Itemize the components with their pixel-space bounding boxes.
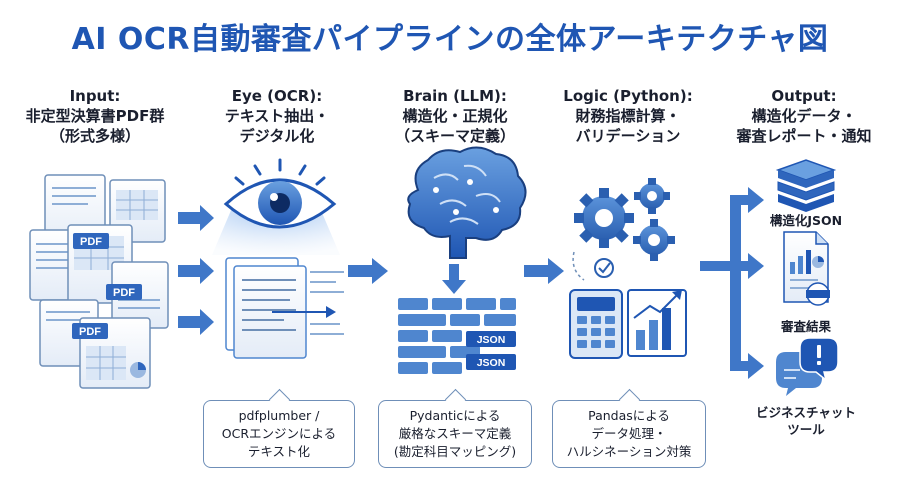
bar-chart-icon <box>627 289 687 357</box>
pdf-badge: PDF <box>106 284 142 300</box>
output-label-chat: ビジネスチャットツール <box>756 405 856 437</box>
callout-llm: Pydanticによる厳格なスキーマ定義(勘定科目マッピング) <box>378 388 532 468</box>
flow-arrow <box>348 258 388 284</box>
svg-text:JSON: JSON <box>477 334 506 346</box>
chat-bubbles-icon <box>776 337 839 396</box>
report-document-icon <box>783 231 830 306</box>
scanned-document-icon <box>225 257 344 359</box>
pdf-badge: PDF <box>72 323 108 339</box>
output-label-json: 構造化JSON <box>769 213 843 228</box>
stage-title-logic: Logic (Python):財務指標計算・バリデーション <box>563 87 693 145</box>
database-stack-icon <box>775 159 837 212</box>
approval-stamp-icon <box>806 282 830 306</box>
pdf-badge: PDF <box>73 233 109 249</box>
flow-arrow <box>178 205 214 231</box>
stage-title-output: Output:構造化データ・審査レポート・通知 <box>736 87 872 145</box>
page-title: AI OCR自動審査パイプラインの全体アーキテクチャ図 <box>71 22 829 57</box>
stage-title-eye: Eye (OCR):テキスト抽出・デジタル化 <box>224 87 330 145</box>
eye-scan-icon <box>212 158 340 255</box>
json-badge: JSON <box>466 331 516 347</box>
flow-arrow <box>442 264 466 294</box>
pdf-documents-icon: PDF PDF PDF <box>29 174 169 389</box>
json-badge: JSON <box>466 354 516 370</box>
gears-icon <box>572 178 675 281</box>
branch-arrow <box>700 187 764 379</box>
stage-title-input: Input:非定型決算書PDF群（形式多様） <box>25 87 165 145</box>
callout-python: Pandasによるデータ処理・ハルシネーション対策 <box>552 388 706 468</box>
svg-text:PDF: PDF <box>80 236 102 248</box>
flow-arrow <box>178 309 214 335</box>
svg-text:PDF: PDF <box>113 287 135 299</box>
flow-arrow <box>524 258 564 284</box>
callout-ocr: pdfplumber /OCRエンジンによるテキスト化 <box>203 388 355 468</box>
svg-text:PDF: PDF <box>79 326 101 338</box>
output-label-review: 審査結果 <box>780 319 831 334</box>
structured-blocks-icon: JSON JSON <box>398 298 516 374</box>
flow-arrow <box>178 258 214 284</box>
brain-icon <box>407 146 527 259</box>
stage-title-brain: Brain (LLM):構造化・正規化（スキーマ定義） <box>394 87 515 145</box>
calculator-icon <box>569 289 623 359</box>
svg-text:JSON: JSON <box>477 357 506 369</box>
